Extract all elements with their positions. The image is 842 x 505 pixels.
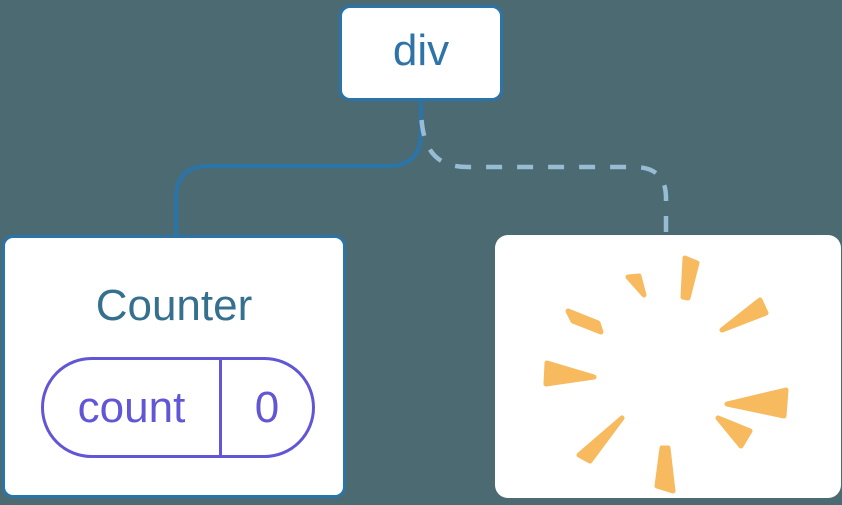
counter-component-card: Counter count 0 <box>2 235 346 498</box>
dashed-connector-line <box>418 105 669 236</box>
counter-title: Counter <box>95 281 253 330</box>
removed-component-card <box>495 235 841 498</box>
pill-divider <box>219 360 222 455</box>
state-key-label: count <box>77 382 186 432</box>
poof-burst-icon <box>543 255 789 494</box>
state-value-cell: 0 <box>222 360 312 455</box>
state-pill: count 0 <box>41 357 315 458</box>
state-value-label: 0 <box>254 382 280 432</box>
state-key-cell: count <box>44 360 219 455</box>
tree-node-div: div <box>339 5 503 101</box>
div-node-label: div <box>392 26 450 75</box>
solid-connector-line <box>174 101 423 238</box>
